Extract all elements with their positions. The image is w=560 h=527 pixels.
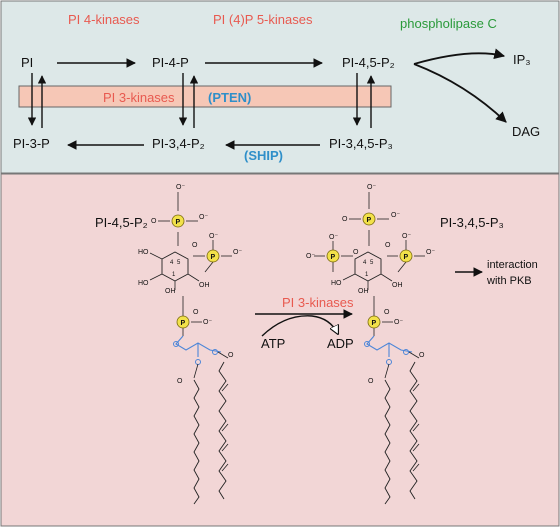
svg-text:O: O [384, 309, 390, 316]
svg-text:OH: OH [392, 282, 403, 289]
svg-text:HO: HO [331, 280, 342, 287]
svg-text:O⁻: O⁻ [402, 233, 411, 240]
cofactor-adp: ADP [327, 336, 354, 351]
enzyme-ship: (SHIP) [244, 148, 283, 163]
interaction-text-line2: with PKB [486, 275, 532, 287]
product-ip3: IP₃ [513, 52, 531, 67]
enzyme-pi3-kinases-reaction: PI 3-kinases [282, 295, 354, 310]
svg-text:O: O [368, 378, 374, 385]
structure-label-pi45p2: PI-4,5-P₂ [95, 215, 148, 230]
molecule-pi45p2: P O⁻ O O⁻ P O⁻ O O⁻ HO HO OH OH 4 5 1 P … [138, 184, 242, 505]
svg-text:O: O [228, 352, 234, 359]
svg-text:O: O [353, 249, 359, 256]
enzyme-phospholipase-c: phospholipase C [400, 16, 497, 31]
svg-text:1: 1 [172, 272, 176, 278]
svg-text:P: P [176, 219, 181, 226]
vertical-arrows-pi45p2 [352, 73, 376, 128]
svg-text:O⁻: O⁻ [329, 234, 338, 241]
svg-text:1: 1 [365, 272, 369, 278]
enzyme-pi4-kinases: PI 4-kinases [68, 12, 140, 27]
svg-text:5: 5 [370, 260, 374, 266]
svg-text:O⁻: O⁻ [394, 319, 403, 326]
arrow-plc-to-dag [413, 63, 507, 123]
molecule-pi345p3: P O⁻ O O⁻ P O⁻ O⁻ O P O⁻ O O⁻ HO OH OH 4… [306, 184, 435, 505]
enzyme-pi3-kinases: PI 3-kinases [103, 90, 175, 105]
enzyme-pten: (PTEN) [208, 90, 251, 105]
enzyme-pi4p5-kinases: PI (4)P 5-kinases [213, 12, 313, 27]
svg-text:O: O [419, 352, 425, 359]
svg-text:O⁻: O⁻ [176, 184, 185, 191]
svg-text:P: P [181, 320, 186, 327]
svg-text:O⁻: O⁻ [367, 184, 376, 191]
metabolite-pi4p: PI-4-P [152, 55, 189, 70]
svg-text:O⁻: O⁻ [203, 319, 212, 326]
svg-text:O⁻: O⁻ [199, 214, 208, 221]
pi3-kinase-bar [18, 85, 392, 108]
svg-text:P: P [367, 217, 372, 224]
svg-text:4: 4 [170, 260, 174, 266]
metabolite-pi45p2: PI-4,5-P₂ [342, 55, 395, 70]
svg-text:P: P [211, 254, 216, 261]
svg-text:O: O [192, 242, 198, 249]
svg-text:O⁻: O⁻ [209, 233, 218, 240]
metabolite-pi: PI [21, 55, 33, 70]
svg-text:5: 5 [177, 260, 181, 266]
arrow-plc-to-ip3 [413, 48, 506, 65]
svg-text:O: O [385, 242, 391, 249]
svg-text:O⁻: O⁻ [233, 249, 242, 256]
interaction-text-line1: interaction [487, 259, 538, 271]
svg-text:O: O [177, 378, 183, 385]
metabolite-pi3p: PI-3-P [13, 136, 50, 151]
svg-text:HO: HO [138, 249, 149, 256]
svg-text:O: O [151, 218, 157, 225]
product-dag: DAG [512, 124, 540, 139]
vertical-arrows-pi4p [178, 73, 199, 128]
svg-text:OH: OH [199, 282, 210, 289]
svg-text:P: P [331, 254, 336, 261]
svg-text:O: O [193, 309, 199, 316]
svg-text:O: O [342, 216, 348, 223]
vertical-arrows-pi [27, 73, 47, 128]
svg-text:O⁻: O⁻ [391, 212, 400, 219]
svg-text:P: P [372, 320, 377, 327]
atp-adp-curve [261, 315, 338, 337]
svg-text:P: P [404, 254, 409, 261]
metabolite-pi34p2: PI-3,4-P₂ [152, 136, 205, 151]
metabolite-pi345p3: PI-3,4,5-P₃ [329, 136, 393, 151]
svg-text:O⁻: O⁻ [306, 253, 315, 260]
bottom-panel [0, 173, 560, 527]
structure-label-pi345p3: PI-3,4,5-P₃ [440, 215, 504, 230]
svg-text:O⁻: O⁻ [426, 249, 435, 256]
svg-text:OH: OH [165, 288, 176, 295]
svg-text:4: 4 [363, 260, 367, 266]
svg-text:OH: OH [358, 288, 369, 295]
svg-text:HO: HO [138, 280, 149, 287]
cofactor-atp: ATP [261, 336, 285, 351]
